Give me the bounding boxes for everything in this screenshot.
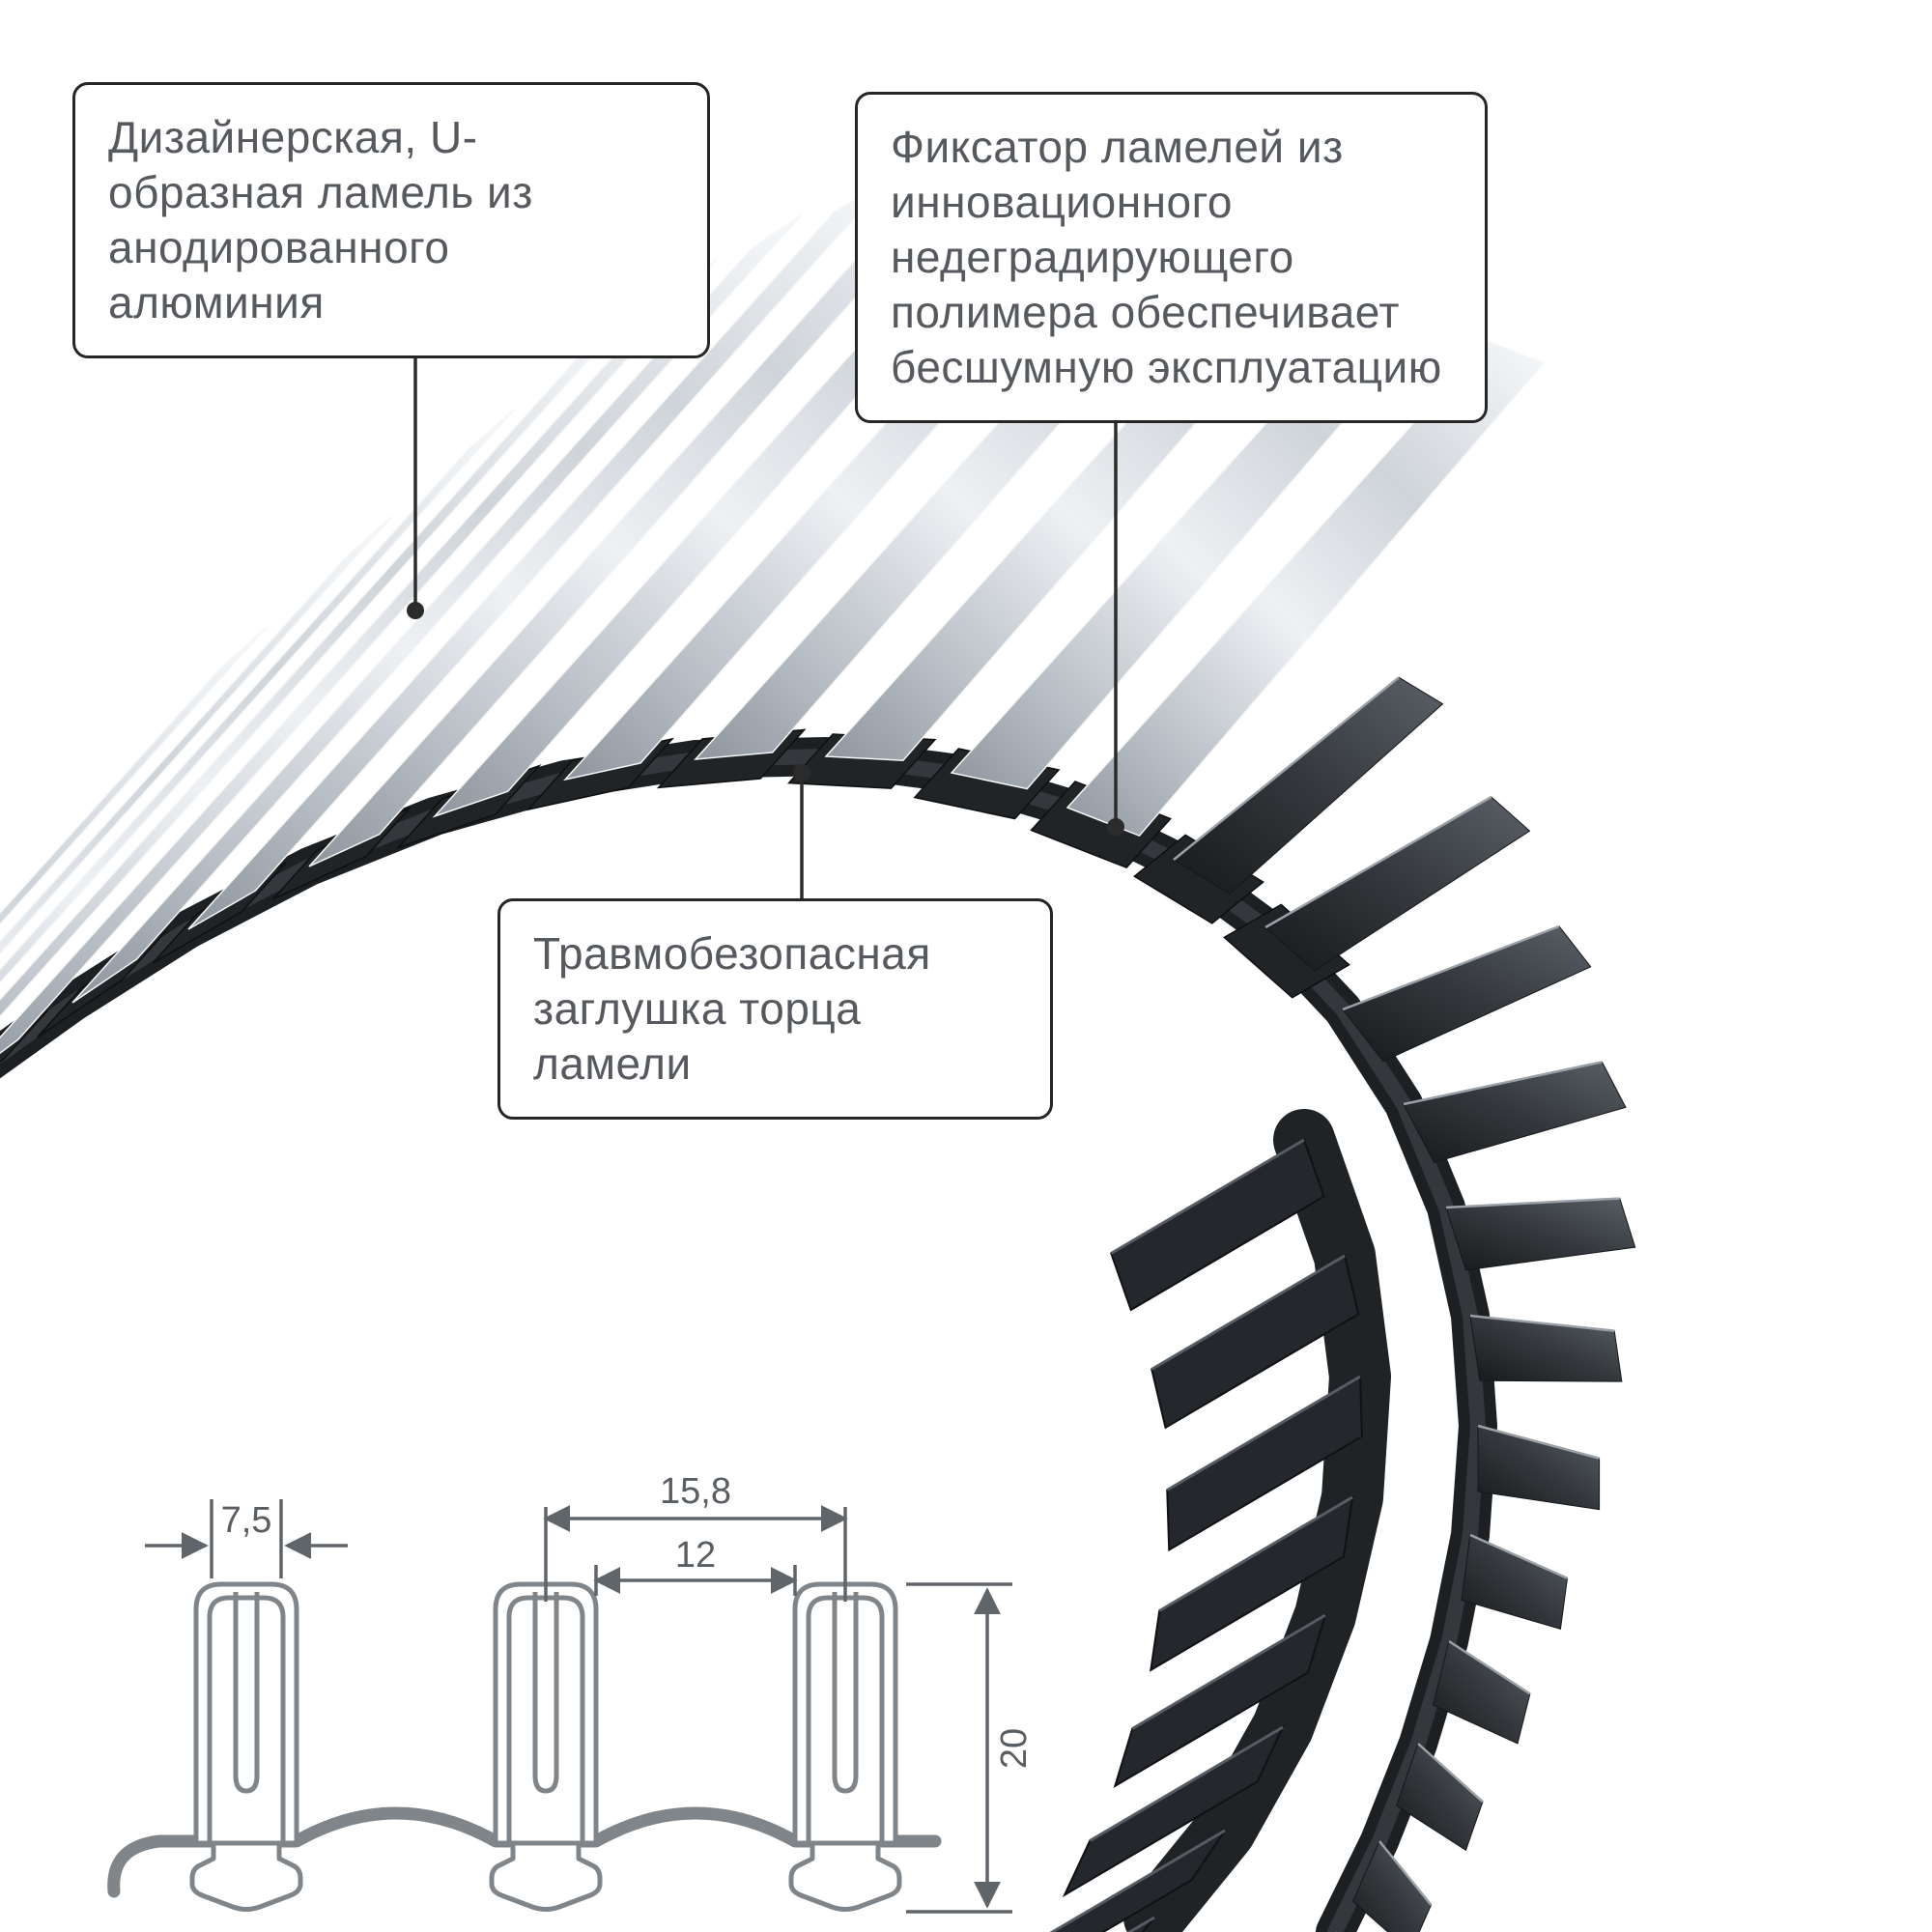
profile-2	[492, 1584, 600, 1910]
dimension-slot-width: 7,5	[145, 1499, 348, 1578]
lamella-edge-highlight	[1378, 1840, 1433, 1906]
dim-label-slot-width: 7,5	[221, 1500, 272, 1541]
lamella-face	[0, 515, 393, 955]
dimension-height: 20	[906, 1582, 1035, 1914]
roll-lamella-edge	[1158, 1495, 1353, 1612]
profile-1	[192, 1584, 300, 1910]
lamella-back	[1342, 925, 1592, 1063]
lamella-edge-highlight	[1342, 924, 1560, 1011]
leader-fixator-dot	[1107, 818, 1124, 836]
lamella-back	[1445, 1198, 1636, 1271]
roll-lamella-edge	[1110, 1138, 1305, 1255]
lamella-edge-highlight	[1469, 1314, 1615, 1332]
roll-lamella-edge	[1131, 1613, 1326, 1730]
roll-lamella-edge	[1089, 1725, 1284, 1842]
lamella-face	[0, 259, 717, 1055]
dim-label-outer-pitch: 15,8	[660, 1471, 731, 1512]
band-cross-section	[107, 1806, 942, 1898]
cross-section-drawing: 7,5 15,8 12 20	[107, 1471, 1035, 1914]
roll-lamella-edge	[1166, 1375, 1361, 1492]
lamella-edge-highlight	[1477, 1424, 1600, 1460]
lamella-back	[1403, 1061, 1627, 1163]
leader-endcap-dot	[793, 764, 810, 781]
leader-lamella-dot	[407, 602, 424, 619]
dimension-outer-pitch: 15,8	[543, 1471, 848, 1602]
lamella-edge-highlight	[1173, 676, 1400, 861]
lamella-back	[1469, 1315, 1623, 1382]
lamella-face	[0, 626, 268, 926]
lamella-edge-highlight	[1264, 795, 1492, 929]
lamella-face	[0, 409, 515, 984]
lamella-back	[1477, 1425, 1601, 1511]
roll-lamella-back	[1110, 1138, 1325, 1312]
dimension-inner-gap: 12	[593, 1535, 798, 1596]
roll-lamella-edge	[1049, 1829, 1226, 1932]
dim-label-inner-gap: 12	[675, 1535, 716, 1576]
lamella-back	[1461, 1534, 1569, 1630]
lamella-edge-highlight	[1403, 1061, 1603, 1106]
callout-fixator-note: Фиксатор ламелей из инновационного недег…	[855, 92, 1488, 424]
roll-lamella-edge	[1151, 1254, 1346, 1371]
lamella-back	[1432, 1640, 1531, 1745]
lamella-edge-highlight	[1469, 1533, 1568, 1579]
lamella-edge-highlight	[1445, 1197, 1620, 1209]
lamella-edge-highlight	[1417, 1743, 1484, 1804]
dim-label-height: 20	[994, 1728, 1035, 1769]
lamella-face	[71, 214, 802, 1004]
callout-endcap-note: Травмобезопасная заглушка торца ламели	[497, 898, 1053, 1121]
profile-3	[791, 1584, 899, 1910]
lamella-edge-highlight	[1448, 1639, 1531, 1695]
roll-underside	[1049, 1109, 1391, 1932]
callout-lamella-note: Дизайнерская, U-образная ламель из аноди…	[72, 82, 710, 359]
